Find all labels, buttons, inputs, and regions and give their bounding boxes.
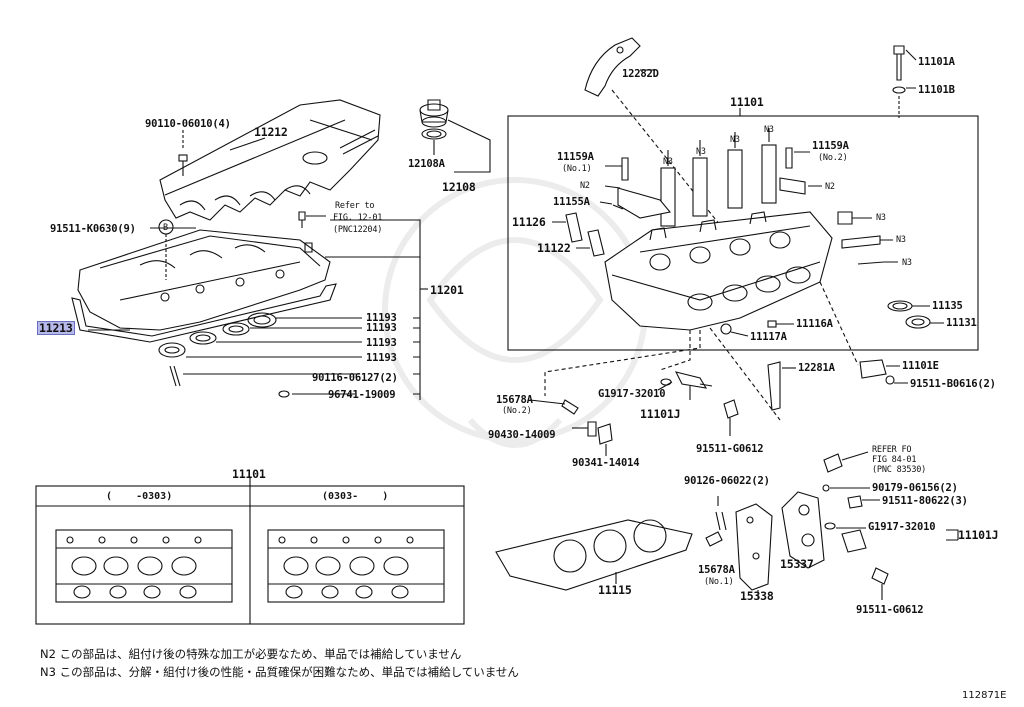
cam-cap-n2-left [617,187,672,219]
refer-fo-label: REFER FO [872,445,912,455]
pnc-83530-label: (PNC 83530) [872,465,927,475]
part-label-11101b[interactable]: 11101B [918,84,955,96]
n3-label-6: N3 [896,235,906,245]
no2-label-b: (No.2) [502,406,532,416]
plate-15338 [735,503,773,591]
n3-label-2: N3 [696,147,706,157]
part-label-15337[interactable]: 15337 [780,557,814,571]
head-cover-top-11212 [159,99,381,221]
no1-label-b: (No.1) [704,577,734,587]
pnc-12204-label: (PNC12204) [333,225,383,235]
part-label-91511-g0612-upper[interactable]: 91511-G0612 [696,443,764,455]
part-label-12281a[interactable]: 12281A [798,362,835,374]
n2-label-left: N2 [580,181,590,191]
part-label-90126[interactable]: 90126-06022(2) [684,475,770,487]
fig-84-01-link[interactable]: FIG 84-01 [872,455,917,465]
variant-label-late: (0303- ) [322,491,389,502]
part-label-15678a-top[interactable]: 15678A [496,394,533,406]
cylinder-head-11101 [604,211,833,331]
spark-plug-gaskets-11193 [158,312,277,358]
part-label-11115[interactable]: 11115 [598,583,632,597]
bolt-90110 [178,130,188,176]
cylinder-head-view-early [55,529,233,603]
part-label-91511-k0630[interactable]: 91511-K0630(9) [50,223,136,235]
n3-label-5: N3 [876,213,886,223]
cylinder-head-gasket-11115 [495,519,693,591]
part-label-11155a[interactable]: 11155A [553,196,590,208]
n3-label-7: N3 [902,258,912,268]
part-label-90179[interactable]: 90179-06156(2) [872,482,958,494]
oil-filler-cap-12108 [419,99,449,140]
n3-label-1: N3 [663,157,673,167]
part-label-11193-2[interactable]: 11193 [366,322,397,334]
part-label-11116a[interactable]: 11116A [796,318,833,330]
cylinder-head-box [507,115,979,351]
part-label-11122[interactable]: 11122 [537,241,571,255]
part-label-15678a-bottom[interactable]: 15678A [698,564,735,576]
part-label-96741[interactable]: 96741-19009 [328,389,396,401]
part-label-11193-1[interactable]: 11193 [366,312,397,324]
diagram-id: 112871E [962,690,1007,701]
part-label-11101j-lower[interactable]: 11101J [958,528,999,542]
fig-12-01-link[interactable]: FIG. 12-01 [333,213,383,223]
part-label-11117a[interactable]: 11117A [750,331,787,343]
seal-96741 [278,390,290,398]
n3-bearing-pipes [660,128,777,227]
head-cover-gasket-11213 [71,283,337,343]
part-label-11131[interactable]: 11131 [946,317,977,329]
part-label-11101a[interactable]: 11101A [918,56,955,68]
stud-11101a [893,45,905,81]
refer-to-label: Refer to [335,201,375,211]
part-label-91511-g0612-lower[interactable]: 91511-G0612 [856,604,924,616]
part-label-15338[interactable]: 15338 [740,589,774,603]
part-label-11101j-upper[interactable]: 11101J [640,407,681,421]
part-label-91511-b0616[interactable]: 91511-B0616(2) [910,378,996,390]
washer-11101b [892,86,906,94]
part-label-11159a-no1[interactable]: 11159A [557,151,594,163]
cylinder-head-view-late [267,529,445,603]
part-label-91511-80622[interactable]: 91511-80622(3) [882,495,968,507]
part-label-12108a[interactable]: 12108A [408,158,445,170]
part-label-11101e[interactable]: 11101E [902,360,939,372]
part-label-11101-box[interactable]: 11101 [232,467,266,481]
part-label-g1917-upper[interactable]: G1917-32010 [598,388,666,400]
part-label-90430[interactable]: 90430-14009 [488,429,556,441]
cam-cap-n2-right [779,177,806,195]
part-label-11126[interactable]: 11126 [512,215,546,229]
part-label-11201[interactable]: 11201 [430,283,464,297]
engine-hanger-12281a [767,361,781,411]
part-label-11213[interactable]: 11213 [37,321,75,335]
part-label-90116[interactable]: 90116-06127(2) [312,372,398,384]
part-label-90110[interactable]: 90110-06010(4) [145,118,231,130]
part-label-11212[interactable]: 11212 [254,125,288,139]
part-label-12108[interactable]: 12108 [442,180,476,194]
note-n2: N2 この部品は、組付け後の特殊な加工が必要なため、単品では補給していません [40,647,462,661]
part-label-11101-top[interactable]: 11101 [730,95,764,109]
part-label-11159a-no2[interactable]: 11159A [812,140,849,152]
part-label-11193-3[interactable]: 11193 [366,337,397,349]
part-label-11193-4[interactable]: 11193 [366,352,397,364]
stud-90116 [169,365,181,387]
no2-label-a: (No.2) [818,153,848,163]
part-label-90341[interactable]: 90341-14014 [572,457,640,469]
variant-label-early: ( -0303) [106,491,173,502]
marker-b-label: B [163,223,168,233]
n3-label-3: N3 [730,135,740,145]
engine-hanger-12282d [584,37,641,97]
housing-15337 [781,491,825,569]
n2-label-right: N2 [825,182,835,192]
note-n3: N3 この部品は、分解・組付け後の性能・品質確保が困難なため、単品では補給してい… [40,665,519,679]
n3-label-4: N3 [764,125,774,135]
part-label-11135[interactable]: 11135 [932,300,963,312]
no1-label-a: (No.1) [562,164,592,174]
part-label-g1917-lower[interactable]: G1917-32010 [868,521,936,533]
part-label-12282d[interactable]: 12282D [622,68,659,80]
cylinder-head-cover-11201 [77,229,331,331]
